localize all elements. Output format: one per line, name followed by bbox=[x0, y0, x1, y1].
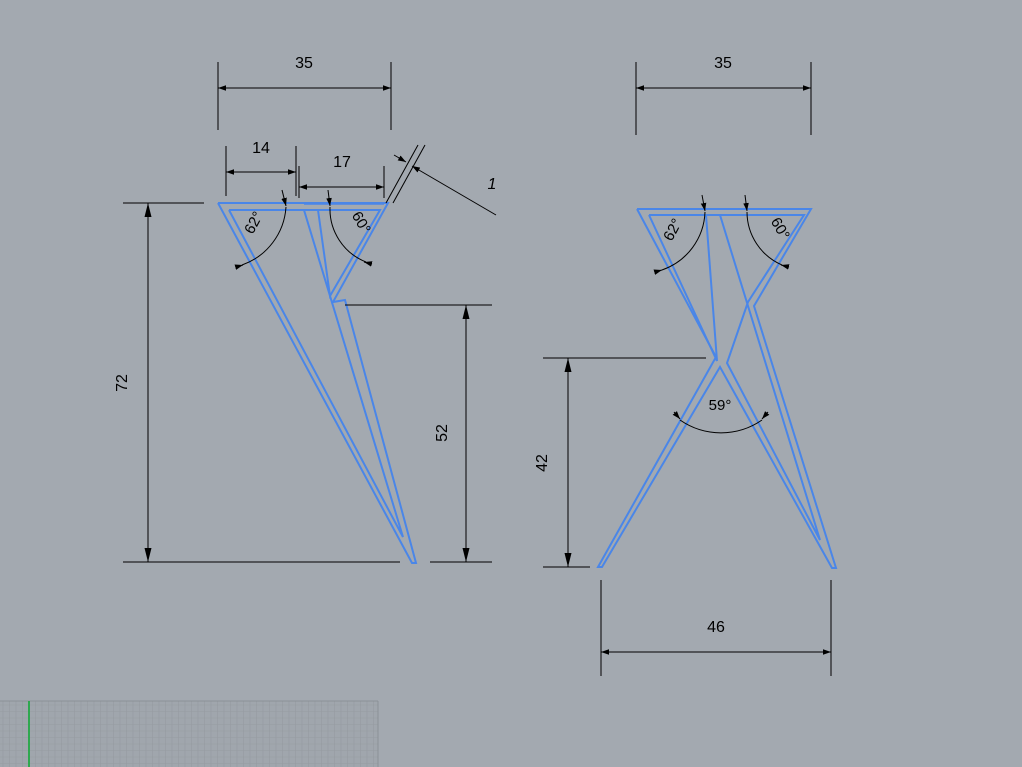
right-dim-cross-height bbox=[543, 357, 706, 568]
left-angle-60-label: 60° bbox=[348, 209, 374, 237]
left-dim-total-height-label: 72 bbox=[114, 374, 131, 392]
right-angle-59-label: 59° bbox=[709, 397, 732, 414]
left-angle-62 bbox=[234, 189, 287, 270]
right-angle-62 bbox=[653, 194, 707, 275]
construction-grid-icon bbox=[0, 700, 379, 767]
right-view: 35 42 46 62° 60° bbox=[534, 55, 838, 676]
left-dim-total-height bbox=[123, 202, 400, 563]
right-angle-62-label: 62° bbox=[660, 216, 686, 244]
left-dim-right-segment-label: 17 bbox=[333, 154, 351, 171]
right-part-outline[interactable] bbox=[596, 208, 838, 569]
left-angle-60 bbox=[326, 189, 373, 267]
right-dim-base-width-label: 46 bbox=[707, 619, 725, 636]
left-dim-thickness bbox=[385, 144, 497, 216]
left-dim-junction-height bbox=[345, 304, 492, 563]
left-dim-top-width-label: 35 bbox=[295, 55, 313, 72]
right-angle-60 bbox=[743, 194, 790, 270]
left-dim-thickness-label: 1 bbox=[488, 176, 497, 193]
right-dim-base-width bbox=[600, 580, 832, 676]
left-dim-left-segment bbox=[225, 146, 297, 196]
left-angle-62-label: 62° bbox=[241, 209, 267, 237]
right-dim-top-width-label: 35 bbox=[714, 55, 732, 72]
right-dim-cross-height-label: 42 bbox=[534, 454, 551, 472]
left-dim-top-width bbox=[217, 62, 392, 130]
right-angle-59 bbox=[672, 411, 770, 434]
left-part-outline[interactable] bbox=[217, 202, 418, 564]
left-dim-junction-height-label: 52 bbox=[434, 424, 451, 442]
left-dim-right-segment bbox=[298, 166, 385, 198]
right-dim-top-width bbox=[635, 62, 812, 135]
left-view: 35 14 17 1 72 bbox=[114, 55, 497, 564]
left-dim-left-segment-label: 14 bbox=[252, 140, 270, 157]
